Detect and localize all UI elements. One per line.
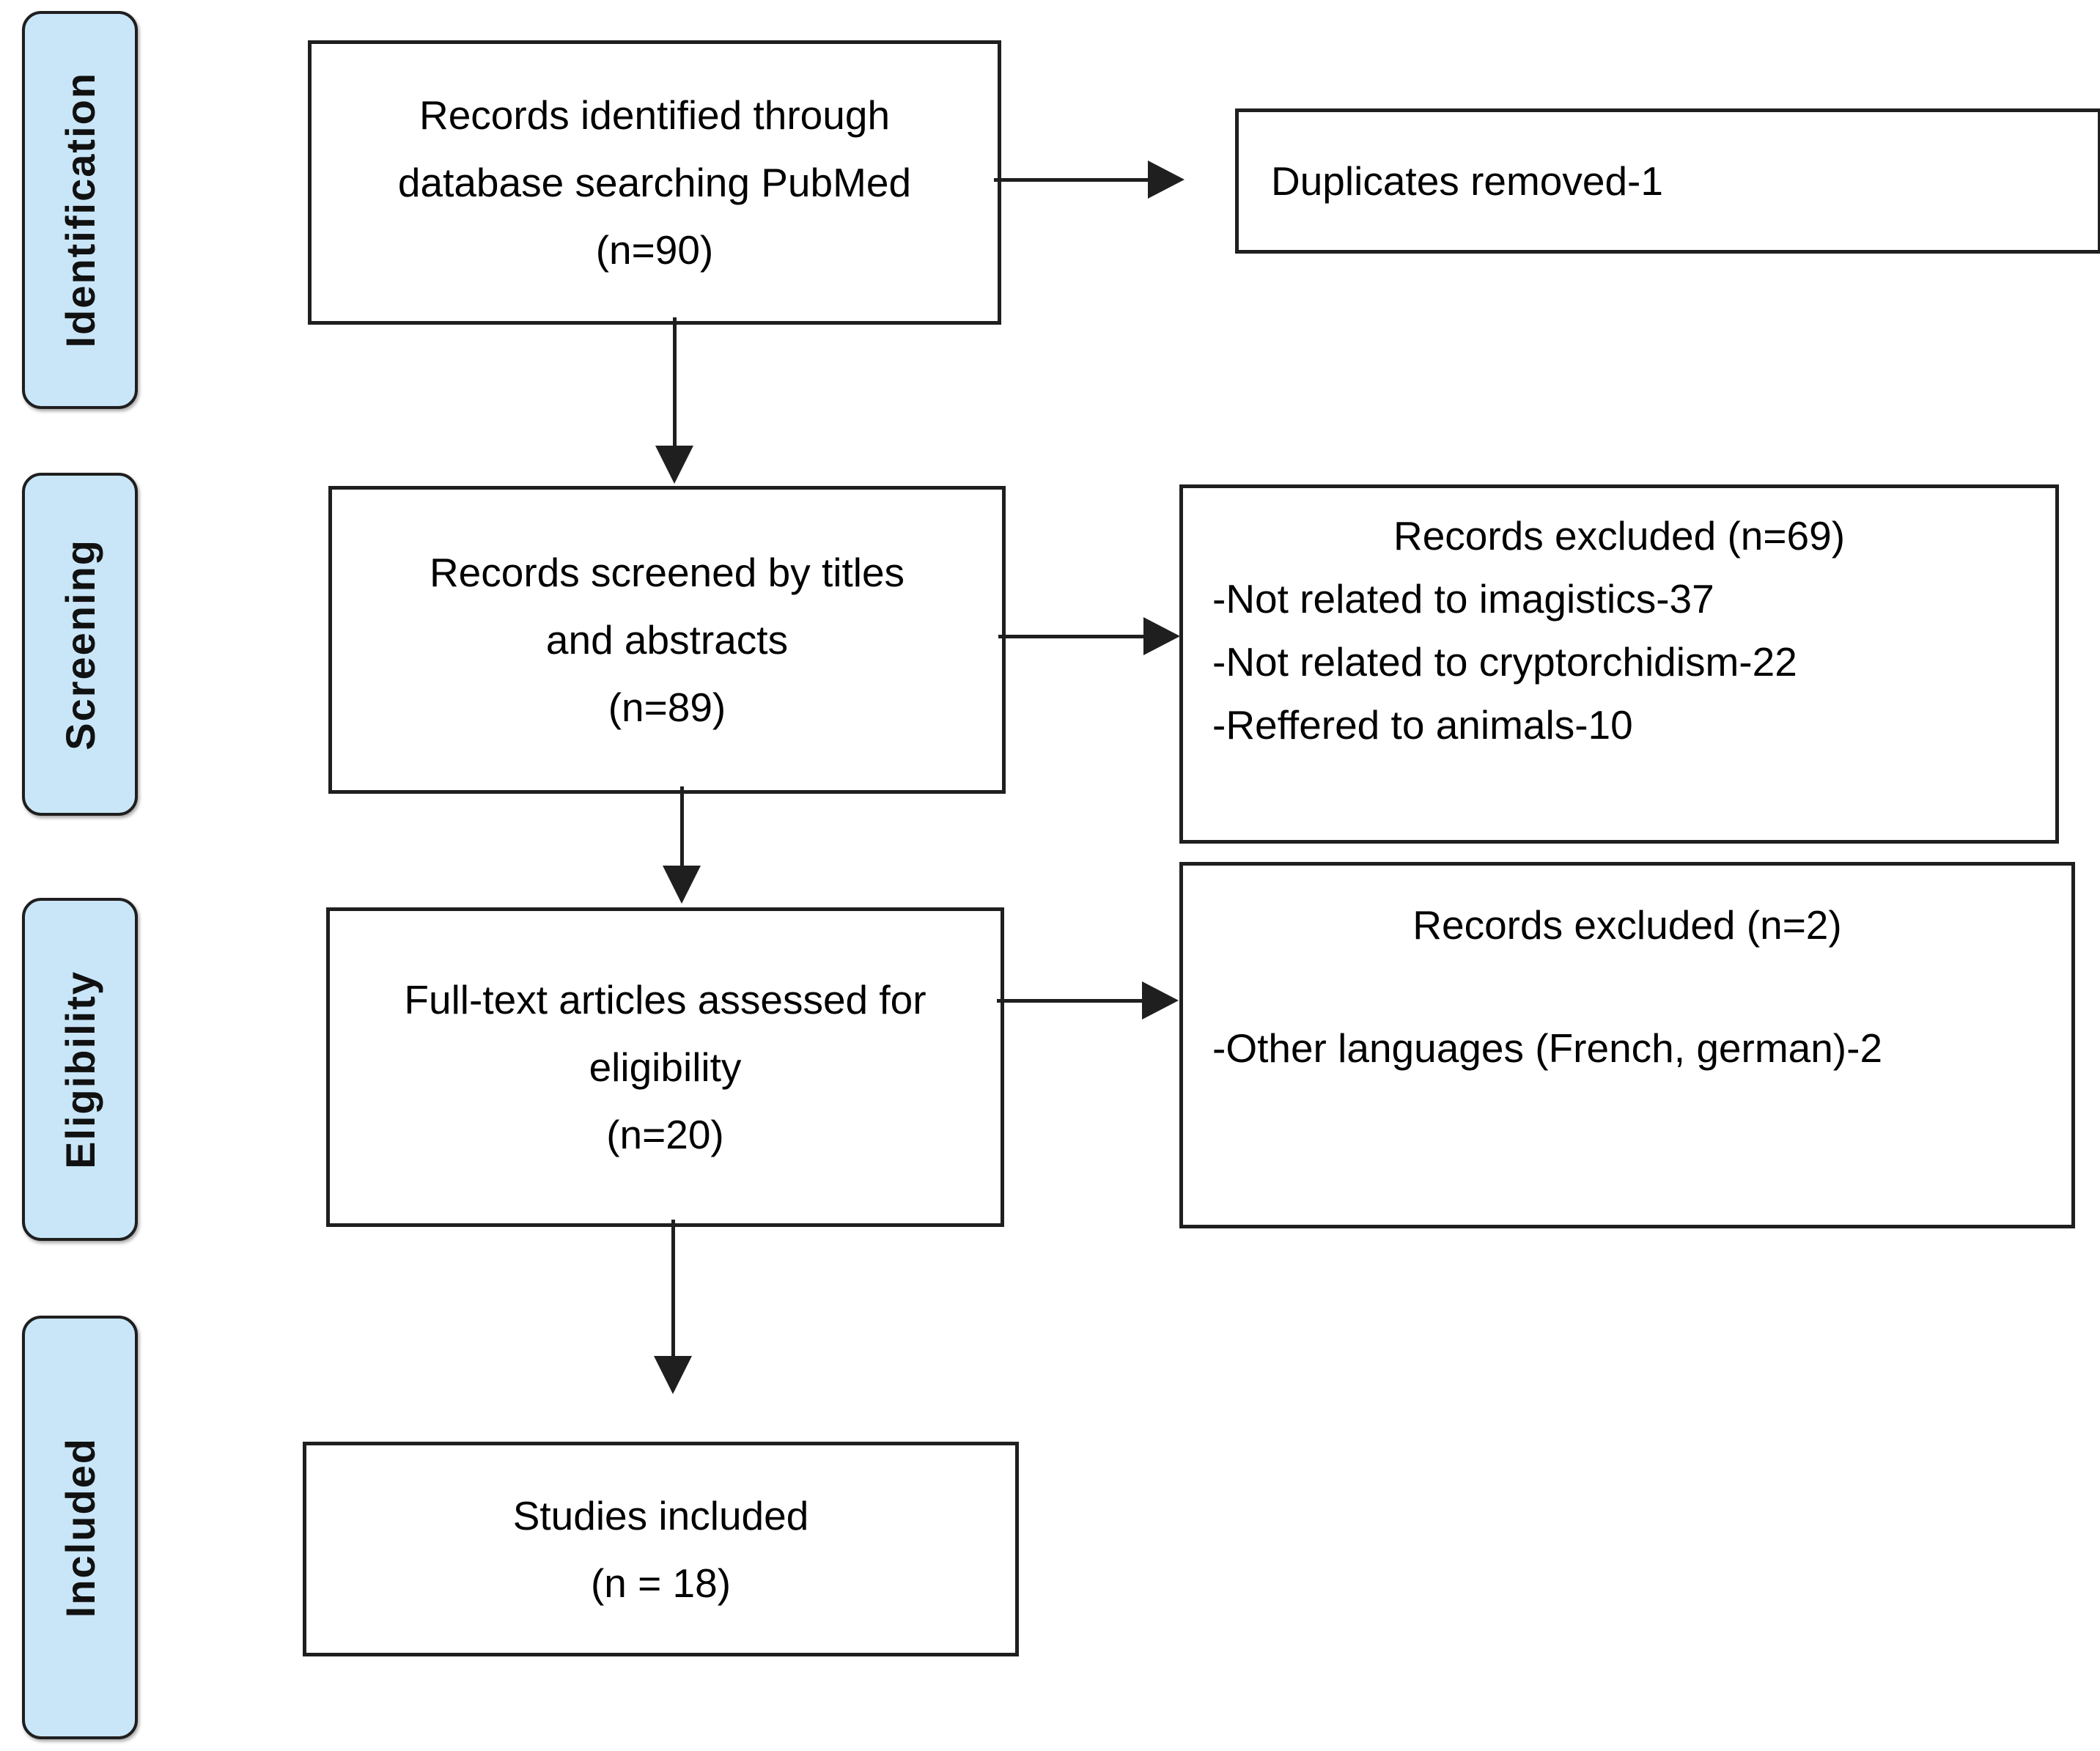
side-box-records-excluded-screening: Records excluded (n=69) -Not related to … [1179, 484, 2059, 844]
records-screened-line-2: and abstracts [545, 617, 789, 663]
stage-label-included-text: Included [56, 1437, 103, 1618]
records-screened-count: (n=89) [608, 685, 726, 730]
arrowhead-fulltext-to-included [654, 1356, 692, 1394]
flow-box-fulltext-assessed: Full-text articles assessed for eligibil… [326, 907, 1004, 1227]
arrowhead-screened-to-excluded [1143, 617, 1180, 655]
arrow-line-identified-to-screened [673, 317, 677, 449]
excluded-reason-animals: -Reffered to animals-10 [1212, 702, 1633, 748]
arrow-line-identified-to-duplicates [994, 178, 1149, 182]
arrowhead-fulltext-to-excluded [1142, 981, 1179, 1020]
side-box-records-excluded-eligibility: Records excluded (n=2) -Other languages … [1179, 862, 2075, 1228]
arrow-line-screened-to-fulltext [680, 786, 684, 869]
excluded-reason-cryptorchidism: -Not related to cryptorchidism-22 [1212, 639, 1797, 685]
records-screened-line-1: Records screened by titles [429, 550, 905, 595]
flow-box-studies-included: Studies included (n = 18) [303, 1442, 1019, 1656]
flow-box-records-screened: Records screened by titles and abstracts… [328, 486, 1006, 794]
side-box-duplicates-removed: Duplicates removed-1 [1235, 108, 2100, 254]
records-identified-line-2: database searching PubMed [397, 160, 912, 205]
records-excluded-screening-title: Records excluded (n=69) [1393, 513, 1846, 559]
arrowhead-screened-to-fulltext [663, 866, 701, 904]
stage-label-identification: Identification [22, 11, 138, 409]
arrowhead-identified-to-screened [655, 446, 693, 484]
stage-label-identification-text: Identification [56, 72, 103, 348]
stage-label-screening-text: Screening [56, 538, 103, 751]
fulltext-assessed-line-1: Full-text articles assessed for [404, 977, 926, 1022]
records-excluded-eligibility-title: Records excluded (n=2) [1412, 902, 1842, 948]
stage-label-included: Included [22, 1316, 138, 1739]
arrow-line-fulltext-to-excluded [997, 999, 1143, 1003]
stage-label-eligibility: Eligibility [22, 898, 138, 1241]
flow-box-records-identified: Records identified through database sear… [308, 40, 1001, 325]
stage-label-eligibility-text: Eligibility [56, 970, 103, 1169]
fulltext-assessed-line-2: eligibility [589, 1044, 742, 1090]
fulltext-assessed-count: (n=20) [606, 1112, 724, 1157]
studies-included-line-1: Studies included [512, 1492, 809, 1538]
records-identified-count: (n=90) [595, 227, 714, 273]
stage-label-screening: Screening [22, 473, 138, 816]
studies-included-count: (n = 18) [590, 1560, 732, 1606]
records-identified-line-1: Records identified through [419, 92, 891, 138]
excluded-reason-imagistics: -Not related to imagistics-37 [1212, 576, 1714, 622]
arrow-line-screened-to-excluded [998, 635, 1145, 638]
duplicates-removed-text: Duplicates removed-1 [1271, 158, 1663, 204]
arrowhead-identified-to-duplicates [1148, 161, 1185, 199]
excluded-reason-other-languages: -Other languages (French, german)-2 [1212, 1025, 1883, 1071]
arrow-line-fulltext-to-included [671, 1220, 675, 1359]
